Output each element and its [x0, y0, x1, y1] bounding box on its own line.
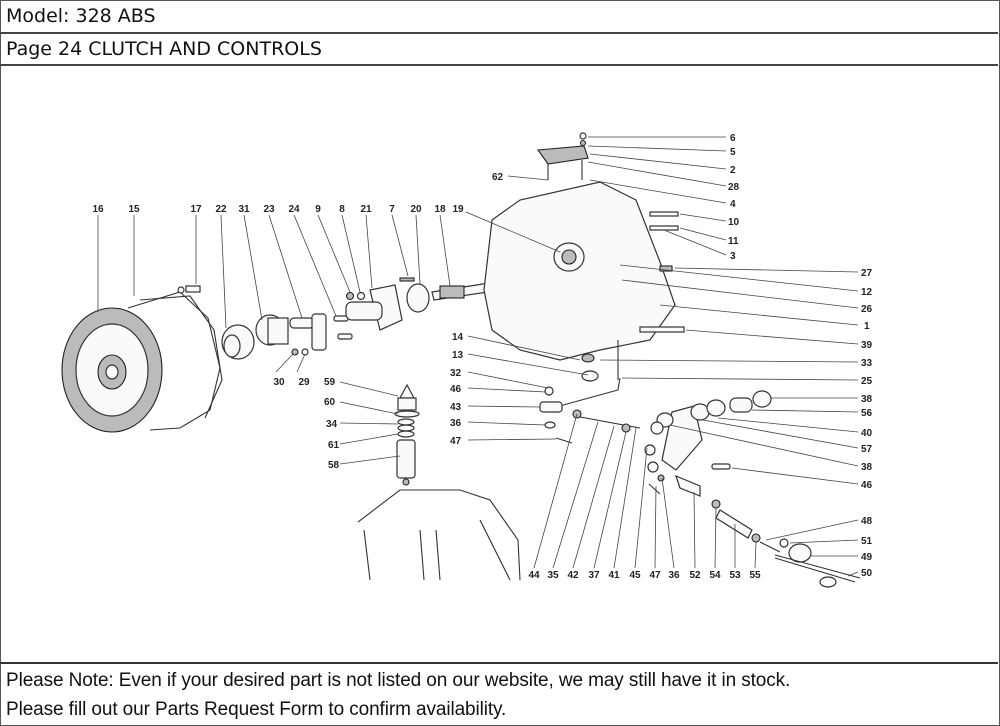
callout-label: 31	[238, 204, 250, 215]
note-line-2: Please fill out our Parts Request Form t…	[6, 699, 507, 720]
callout-label: 55	[749, 570, 761, 581]
callout-label: 56	[861, 408, 873, 419]
callout-label: 52	[689, 570, 701, 581]
callout-label: 12	[861, 287, 873, 298]
callout-label: 16	[92, 204, 104, 215]
callout-label: 33	[861, 358, 873, 369]
guide-sleeve-drawing	[345, 284, 403, 331]
callout-label: 46	[450, 384, 462, 395]
callout-label: 18	[434, 204, 446, 215]
page-title: Page 24 CLUTCH AND CONTROLS	[6, 38, 322, 60]
callout-label: 47	[450, 436, 462, 447]
callout-label: 24	[288, 204, 300, 215]
callout-label: 61	[328, 440, 340, 451]
model-row: Model: 328 ABS	[0, 0, 998, 34]
callout-label: 62	[492, 172, 504, 183]
callout-label: 35	[547, 570, 559, 581]
callout-label: 25	[861, 376, 873, 387]
callout-label: 13	[452, 350, 464, 361]
note-line-1: Please Note: Even if your desired part i…	[6, 670, 791, 691]
release-bearing-drawing	[221, 324, 255, 360]
callout-label: 23	[263, 204, 275, 215]
parts-diagram: 16 15 17 22 31 23 24 9 8 21 7 20 18 19 6…	[0, 66, 998, 662]
washer-8-drawing	[356, 291, 366, 301]
callout-label: 26	[861, 304, 873, 315]
callout-label: 41	[608, 570, 620, 581]
callout-label: 2	[730, 165, 736, 176]
callout-label: 17	[190, 204, 202, 215]
nut-9-drawing	[345, 291, 355, 301]
callout-label: 37	[588, 570, 600, 581]
slave-cylinder-drawing	[394, 383, 420, 486]
callout-label: 20	[410, 204, 422, 215]
callout-label: 7	[389, 204, 395, 215]
callout-label: 29	[298, 377, 310, 388]
callout-label: 59	[324, 377, 336, 388]
page-title-row: Page 24 CLUTCH AND CONTROLS	[0, 34, 998, 66]
callout-label: 34	[326, 419, 338, 430]
callout-label: 40	[861, 428, 873, 439]
callout-label: 57	[861, 444, 873, 455]
callout-label: 14	[452, 332, 464, 343]
callout-label: 60	[324, 397, 336, 408]
callout-label: 43	[450, 402, 462, 413]
callout-label: 54	[709, 570, 721, 581]
callout-label: 51	[861, 536, 873, 547]
callout-label: 27	[861, 268, 873, 279]
callout-label: 45	[629, 570, 641, 581]
callout-label: 5	[730, 147, 736, 158]
clutch-lever-drawing	[544, 340, 621, 411]
callouts-top-row: 16 15 17 22 31 23 24 9 8 21 7 20 18 19	[92, 204, 464, 215]
callout-label: 32	[450, 368, 462, 379]
cable-rod-drawing	[675, 474, 861, 588]
callout-label: 6	[730, 133, 736, 144]
callout-label: 10	[728, 217, 740, 228]
callouts-bottom-row: 44 35 42 37 41 45 47 36 52 54 53 55	[528, 570, 761, 581]
release-fork-drawing	[289, 313, 327, 356]
callout-label: 19	[452, 204, 464, 215]
callout-label: 36	[668, 570, 680, 581]
bolt-17-drawing	[177, 285, 201, 294]
callout-label: 21	[360, 204, 372, 215]
callout-label: 46	[861, 480, 873, 491]
bellhousing-drawing	[483, 132, 685, 361]
callout-label: 11	[728, 236, 739, 247]
seal-20-drawing	[406, 283, 430, 313]
gearbox-partial-drawing	[357, 489, 521, 581]
callout-label: 36	[450, 418, 462, 429]
callout-label: 39	[861, 340, 873, 351]
model-label: Model: 328 ABS	[6, 5, 156, 27]
callout-label: 50	[861, 568, 873, 579]
callout-label: 42	[567, 570, 579, 581]
callout-label: 49	[861, 552, 873, 563]
callout-label: 1	[864, 321, 870, 332]
stock-note-footer: Please Note: Even if your desired part i…	[0, 662, 998, 726]
sleeve-drawing	[255, 314, 289, 346]
callout-label: 30	[273, 377, 285, 388]
callout-label: 48	[861, 516, 873, 527]
key-7-drawing	[399, 277, 415, 282]
callout-label: 9	[315, 204, 321, 215]
callouts-center-left: 14 13 32 46 43 36 47	[450, 332, 464, 447]
exploded-view-drawing: 16 15 17 22 31 23 24 9 8 21 7 20 18 19 6…	[61, 132, 873, 588]
clutch-disc-drawing	[61, 307, 163, 433]
callouts-right-column: 6 5 2 28 4 10 11 3 27 12 26 1 39 33 25 3…	[728, 133, 873, 579]
leader-lines	[97, 136, 859, 577]
callout-label: 4	[730, 199, 736, 210]
callout-label: 15	[128, 204, 140, 215]
callout-label: 47	[649, 570, 661, 581]
callout-label: 58	[328, 460, 340, 471]
callout-label: 38	[861, 394, 873, 405]
callout-label: 28	[728, 182, 740, 193]
callouts-left-middle: 30 29 59 60 34 61 58	[273, 377, 339, 471]
callout-label: 22	[215, 204, 227, 215]
callout-label: 3	[730, 251, 736, 262]
callout-label: 8	[339, 204, 345, 215]
callout-label: 44	[528, 570, 540, 581]
callout-label: 53	[729, 570, 741, 581]
callout-label: 38	[861, 462, 873, 473]
